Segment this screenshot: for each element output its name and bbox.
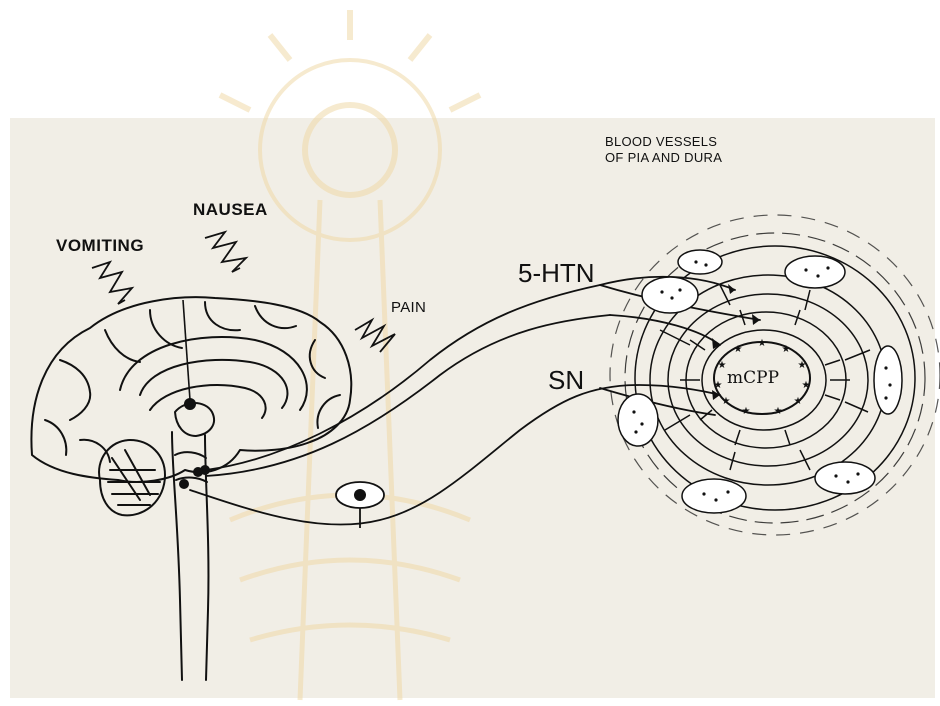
svg-text:★: ★ — [798, 360, 807, 371]
svg-text:★: ★ — [742, 406, 751, 417]
svg-text:★: ★ — [758, 338, 767, 349]
sn-label: SN — [548, 365, 584, 396]
blood-vessels-label-line1: BLOOD VESSELS — [605, 134, 722, 150]
vomiting-label: VOMITING — [56, 236, 144, 256]
svg-text:★: ★ — [774, 406, 783, 417]
pain-label: PAIN — [391, 300, 426, 316]
svg-text:★: ★ — [802, 380, 811, 391]
mcpp-label: mCPP — [727, 368, 779, 388]
5htn-label: 5-HTN — [518, 258, 595, 289]
svg-text:★: ★ — [722, 396, 731, 407]
svg-text:★: ★ — [734, 344, 743, 355]
blood-vessels-label-line2: OF PIA AND DURA — [605, 150, 722, 166]
nausea-label: NAUSEA — [193, 200, 268, 220]
svg-text:★: ★ — [782, 344, 791, 355]
svg-text:★: ★ — [794, 396, 803, 407]
blood-vessels-label: BLOOD VESSELS OF PIA AND DURA — [605, 134, 722, 166]
scan-background — [10, 118, 935, 698]
svg-text:★: ★ — [718, 360, 727, 371]
svg-text:★: ★ — [714, 380, 723, 391]
